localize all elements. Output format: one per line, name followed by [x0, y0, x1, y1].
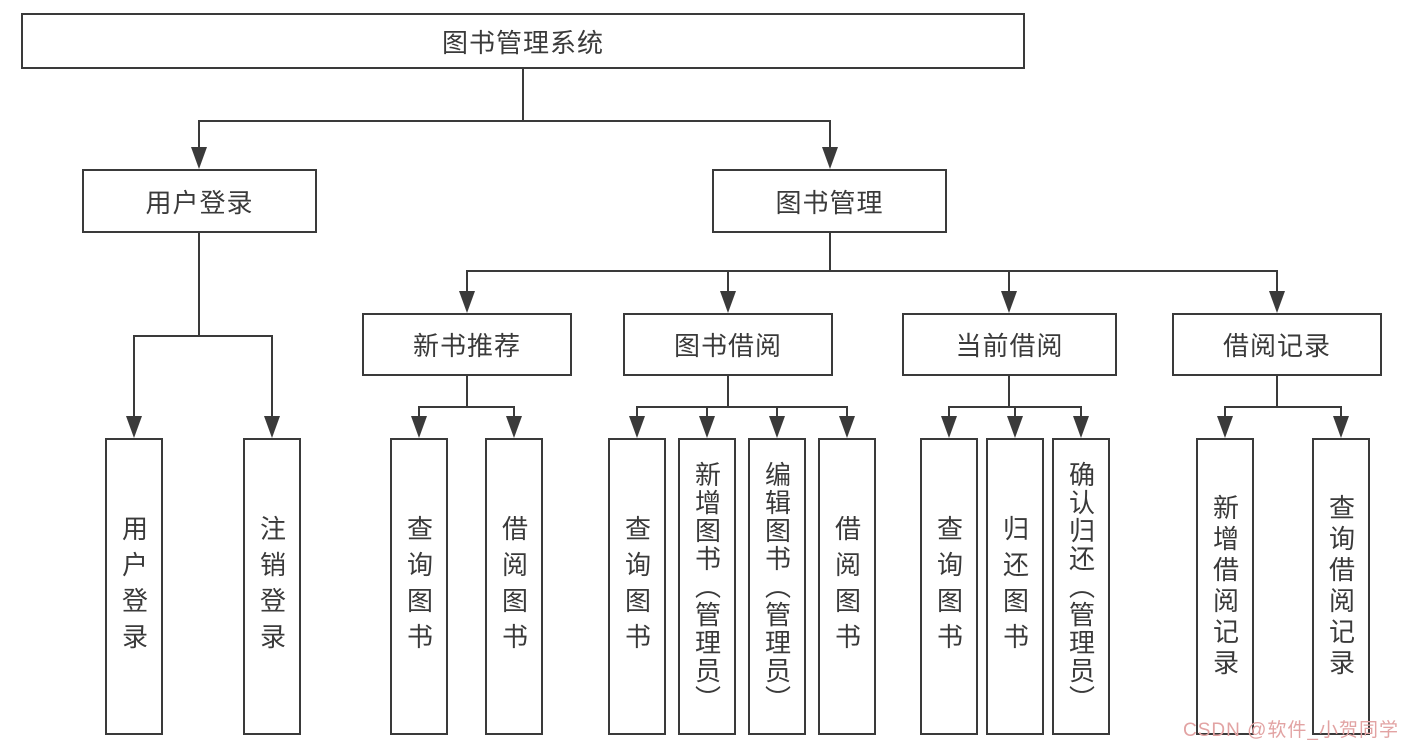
node-new-book-recommend: 新书推荐	[362, 313, 572, 376]
connector-groupA-tee	[418, 406, 515, 408]
arrow-down-icon	[699, 416, 715, 438]
connector-root-stem	[522, 69, 524, 120]
leaf-label: 归还图书	[999, 514, 1030, 659]
leaf-label: 借阅图书	[498, 514, 529, 659]
connector-drop-leaf	[776, 406, 778, 417]
node-book-borrow-label: 图书借阅	[673, 331, 782, 361]
connector-drop-leaf	[1224, 406, 1226, 417]
leaf-borrow-books-recommend: 借阅图书	[485, 438, 543, 735]
leaf-query-books-borrow: 查询图书	[608, 438, 666, 735]
leaf-label: 查询借阅记录	[1325, 493, 1356, 680]
connector-drop-leaf	[513, 406, 515, 417]
connector-drop-leaf	[1080, 406, 1082, 417]
leaf-query-borrow-record: 查询借阅记录	[1312, 438, 1370, 735]
leaf-query-books-current: 查询图书	[920, 438, 978, 735]
connector-root-tee	[198, 120, 831, 122]
arrow-down-icon	[1269, 291, 1285, 313]
node-borrow-records: 借阅记录	[1172, 313, 1382, 376]
arrow-down-icon	[459, 291, 475, 313]
connector-drop-leaf	[1014, 406, 1016, 417]
arrow-down-icon	[1001, 291, 1017, 313]
connector-book-mgmt-tee	[466, 270, 1277, 272]
arrow-down-icon	[629, 416, 645, 438]
csdn-watermark: CSDN @软件_小贺同学	[1183, 720, 1399, 741]
connector-groupA-stem	[466, 376, 468, 408]
arrow-down-icon	[1007, 416, 1023, 438]
arrow-down-icon	[769, 416, 785, 438]
leaf-label: 注销登录	[256, 514, 287, 659]
leaf-query-books-recommend: 查询图书	[390, 438, 448, 735]
connector-groupD-tee	[1224, 406, 1341, 408]
node-current-borrow: 当前借阅	[902, 313, 1117, 376]
arrow-down-icon	[191, 147, 207, 169]
arrow-down-icon	[126, 416, 142, 438]
leaf-label: 查询图书	[933, 514, 964, 659]
node-book-management-label: 图书管理	[775, 187, 884, 218]
node-current-borrow-label: 当前借阅	[955, 331, 1064, 361]
leaf-confirm-return-admin: 确认归还（管理员）	[1052, 438, 1110, 735]
arrow-down-icon	[839, 416, 855, 438]
leaf-label: 借阅图书	[831, 514, 862, 659]
connector-drop-leaf	[418, 406, 420, 417]
leaf-add-borrow-record: 新增借阅记录	[1196, 438, 1254, 735]
connector-drop-borrow-records	[1276, 270, 1278, 293]
node-book-borrow: 图书借阅	[623, 313, 833, 376]
connector-drop-book-mgmt	[829, 120, 831, 149]
leaf-label: 查询图书	[403, 514, 434, 659]
leaf-logout: 注销登录	[243, 438, 301, 735]
connector-drop-new-book	[466, 270, 468, 293]
connector-user-login-tee	[133, 335, 273, 337]
node-root-label: 图书管理系统	[441, 27, 604, 58]
arrow-down-icon	[1073, 416, 1089, 438]
leaf-label: 编辑图书（管理员）	[761, 460, 792, 713]
arrow-down-icon	[1217, 416, 1233, 438]
leaf-label: 用户登录	[118, 514, 149, 659]
connector-drop-leaf	[706, 406, 708, 417]
connector-drop-login	[133, 335, 135, 418]
node-new-book-recommend-label: 新书推荐	[412, 331, 521, 361]
arrow-down-icon	[1333, 416, 1349, 438]
node-root-system: 图书管理系统	[21, 13, 1025, 69]
connector-drop-leaf	[846, 406, 848, 417]
leaf-user-login: 用户登录	[105, 438, 163, 735]
connector-user-login-stem	[198, 233, 200, 336]
arrow-down-icon	[822, 147, 838, 169]
leaf-return-books: 归还图书	[986, 438, 1044, 735]
connector-groupB-stem	[727, 376, 729, 408]
connector-groupB-tee	[636, 406, 848, 408]
connector-groupC-stem	[1008, 376, 1010, 408]
leaf-add-books-admin: 新增图书（管理员）	[678, 438, 736, 735]
leaf-label: 查询图书	[621, 514, 652, 659]
arrow-down-icon	[506, 416, 522, 438]
arrow-down-icon	[411, 416, 427, 438]
connector-drop-logout	[271, 335, 273, 418]
leaf-edit-books-admin: 编辑图书（管理员）	[748, 438, 806, 735]
arrow-down-icon	[941, 416, 957, 438]
connector-drop-leaf	[948, 406, 950, 417]
node-user-login-label: 用户登录	[145, 187, 254, 218]
connector-drop-leaf	[636, 406, 638, 417]
leaf-label: 新增借阅记录	[1209, 493, 1240, 680]
leaf-borrow-books: 借阅图书	[818, 438, 876, 735]
arrow-down-icon	[720, 291, 736, 313]
connector-drop-leaf	[1340, 406, 1342, 417]
connector-drop-current-borrow	[1008, 270, 1010, 293]
arrow-down-icon	[264, 416, 280, 438]
connector-book-mgmt-stem	[829, 233, 831, 271]
node-user-login: 用户登录	[82, 169, 317, 233]
connector-groupD-stem	[1276, 376, 1278, 408]
connector-drop-user-login	[198, 120, 200, 149]
node-borrow-records-label: 借阅记录	[1222, 331, 1331, 361]
leaf-label: 确认归还（管理员）	[1065, 460, 1096, 713]
leaf-label: 新增图书（管理员）	[691, 460, 722, 713]
connector-drop-book-borrow	[727, 270, 729, 293]
node-book-management: 图书管理	[712, 169, 947, 233]
